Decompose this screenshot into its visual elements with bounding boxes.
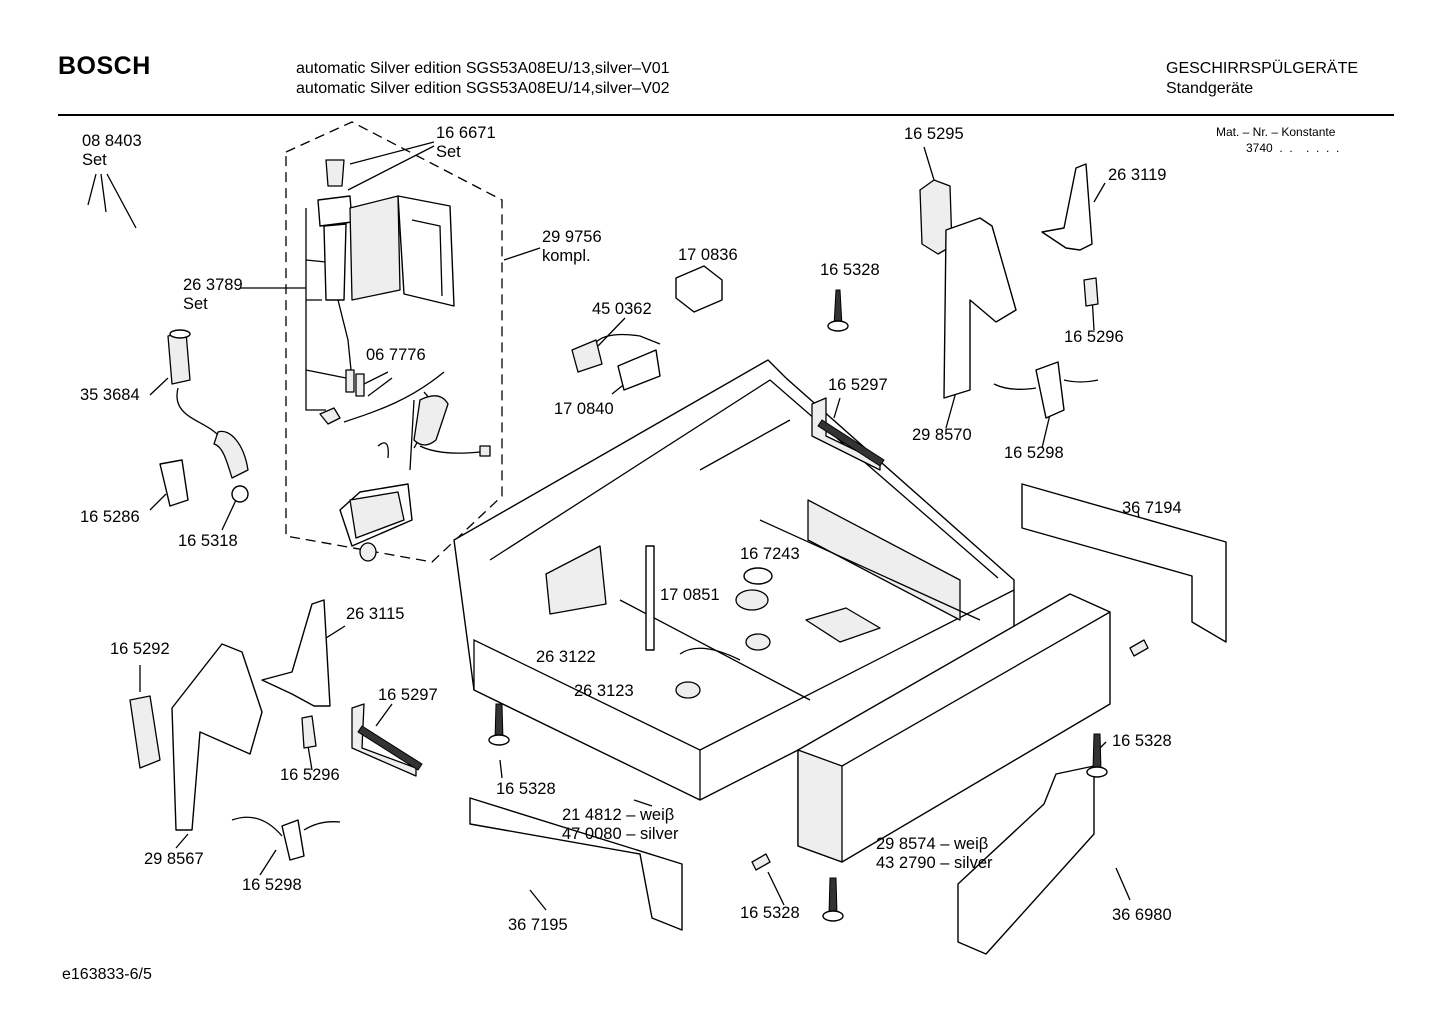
inlet-valve-assembly xyxy=(285,121,503,563)
part-label: 16 5296 xyxy=(1064,328,1124,346)
part-label: 26 3119 xyxy=(1108,166,1167,184)
part-label: 29 8567 xyxy=(144,850,204,868)
connector-parts xyxy=(571,265,723,391)
part-label: 16 6671 Set xyxy=(436,124,496,161)
part-label: 26 3115 xyxy=(346,605,405,623)
part-label: 26 3789 Set xyxy=(183,276,243,313)
screws xyxy=(488,289,1149,922)
model-line-1: automatic Silver edition SGS53A08EU/13,s… xyxy=(296,60,670,77)
header-rule xyxy=(58,114,1394,116)
part-label: 16 5297 xyxy=(378,686,438,704)
part-label: 36 7194 xyxy=(1122,499,1182,517)
part-label: 16 5297 xyxy=(828,376,888,394)
panels xyxy=(469,483,1227,955)
part-label: 06 7776 xyxy=(366,346,426,364)
base-tub xyxy=(453,359,1015,801)
part-label: 16 5296 xyxy=(280,766,340,784)
part-label: 45 0362 xyxy=(592,300,652,318)
part-label: 16 7243 xyxy=(740,545,800,563)
drawing-number: e163833-6/5 xyxy=(62,966,152,983)
part-label: 17 0836 xyxy=(678,246,738,264)
part-label: 26 3123 xyxy=(574,682,634,700)
part-label: 29 8574 – weiβ 43 2790 – silver xyxy=(876,835,993,872)
hose-parts xyxy=(159,329,249,507)
part-label: 36 7195 xyxy=(508,916,568,934)
part-label: 16 5298 xyxy=(242,876,302,894)
part-label: 08 8403 Set xyxy=(82,132,142,169)
right-brackets xyxy=(811,163,1099,471)
part-label: 36 6980 xyxy=(1112,906,1172,924)
material-label: Mat. – Nr. – Konstante xyxy=(1216,125,1336,139)
part-label: 16 5328 xyxy=(820,261,880,279)
part-label: 29 9756 kompl. xyxy=(542,228,602,265)
part-label: 16 5298 xyxy=(1004,444,1064,462)
part-label: 26 3122 xyxy=(536,648,596,666)
part-label: 16 5318 xyxy=(178,532,238,550)
part-label: 17 0840 xyxy=(554,400,614,418)
part-label: 16 5286 xyxy=(80,508,140,526)
category-title: GESCHIRRSPÜLGERÄTE xyxy=(1166,60,1359,77)
part-label: 16 5292 xyxy=(110,640,170,658)
part-label: 35 3684 xyxy=(80,386,140,404)
part-label: 16 5295 xyxy=(904,125,964,143)
part-label: 17 0851 xyxy=(660,586,720,604)
part-label: 16 5328 xyxy=(1112,732,1172,750)
subcategory-title: Standgeräte xyxy=(1166,80,1254,97)
left-brackets xyxy=(129,599,423,861)
model-line-2: automatic Silver edition SGS53A08EU/14,s… xyxy=(296,80,670,97)
part-label: 29 8570 xyxy=(912,426,972,444)
brand-logo: BOSCH xyxy=(58,52,151,80)
part-label: 16 5328 xyxy=(496,780,556,798)
part-label: 21 4812 – weiβ 47 0080 – silver xyxy=(562,806,679,843)
part-label: 16 5328 xyxy=(740,904,800,922)
material-value: 3740 . . . . . . xyxy=(1246,141,1340,155)
